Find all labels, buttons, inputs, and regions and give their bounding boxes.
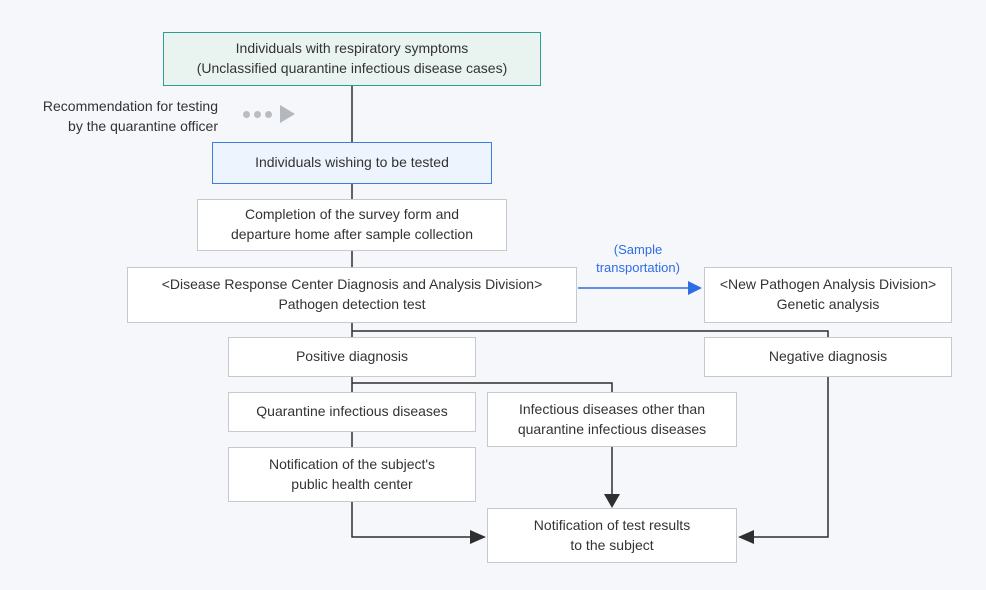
survey-box: Completion of the survey form and depart… (197, 199, 507, 251)
other-diseases-box: Infectious diseases other than quarantin… (487, 392, 737, 447)
wish-box: Individuals wishing to be tested (212, 142, 492, 184)
arrowhead-left-icon (738, 530, 754, 544)
start-box: Individuals with respiratory symptoms (U… (163, 32, 541, 86)
connector-positive-to-children (351, 377, 613, 392)
dot-icon (243, 110, 250, 118)
quarantine-diseases-box: Quarantine infectious diseases (228, 392, 476, 432)
connector-pathogen-to-diagnoses (351, 323, 829, 337)
genetic-analysis-box: <New Pathogen Analysis Division> Genetic… (704, 267, 952, 323)
pathogen-test-box: <Disease Response Center Diagnosis and A… (127, 267, 577, 323)
result-notification-box: Notification of test results to the subj… (487, 508, 737, 563)
quarantine-officer-label: Recommendation for testing by the quaran… (42, 98, 218, 135)
arrowhead-down-icon (604, 494, 620, 508)
positive-diagnosis-box: Positive diagnosis (228, 337, 476, 377)
arrowhead-blue-right-icon (688, 281, 702, 295)
connector-negative-to-result (753, 377, 829, 538)
sample-transportation-label: (Sample transportation) (596, 242, 680, 275)
negative-diagnosis-box: Negative diagnosis (704, 337, 952, 377)
play-arrow-icon (280, 105, 295, 123)
connector-healthcenter-to-result (351, 502, 471, 538)
dot-icon (254, 110, 261, 118)
recommendation-flow-indicator (243, 105, 295, 123)
arrowhead-right-icon (470, 530, 486, 544)
dot-icon (265, 110, 272, 118)
health-center-notification-box: Notification of the subject's public hea… (228, 447, 476, 502)
